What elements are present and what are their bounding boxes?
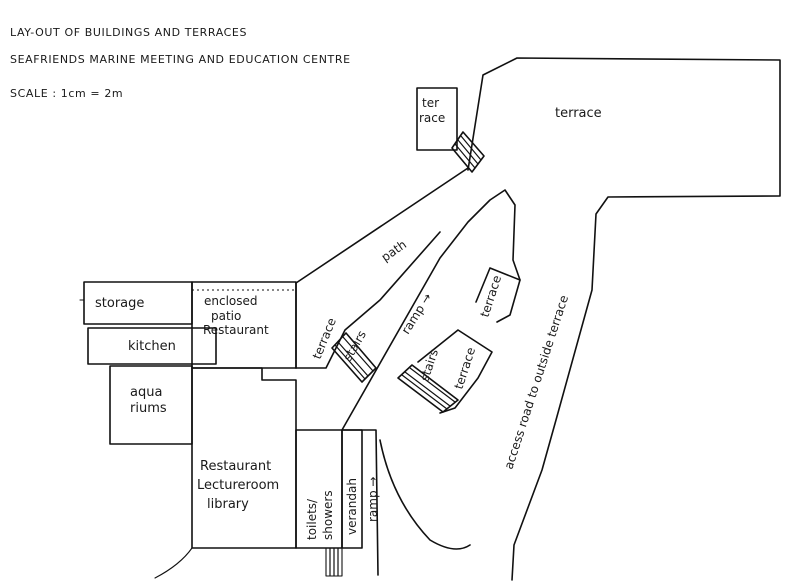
title-line-1: LAY-OUT OF BUILDINGS AND TERRACES bbox=[10, 26, 247, 39]
access-road-label: access road to outside terrace bbox=[502, 293, 572, 470]
restaurant-label-1: Restaurant bbox=[200, 459, 271, 474]
small-terrace-label-2: race bbox=[419, 111, 445, 125]
verandah-strip bbox=[341, 429, 363, 549]
middle-terrace-stairs bbox=[397, 364, 459, 413]
aquariums-label-1: aqua bbox=[130, 385, 162, 400]
restaurant-room-outline bbox=[191, 367, 297, 549]
right-small-terrace-outline bbox=[475, 267, 521, 323]
toilets-label-1: toilets/ bbox=[305, 498, 319, 540]
ramp-lower-label: ramp → bbox=[366, 477, 380, 522]
title-line-2: SEAFRIENDS MARINE MEETING AND EDUCATION … bbox=[10, 53, 351, 66]
restaurant-label-3: library bbox=[207, 497, 249, 512]
left-shore-curve bbox=[154, 547, 193, 579]
restaurant-label-2: Lectureroom bbox=[197, 478, 279, 493]
toilets-room bbox=[295, 429, 343, 549]
ramp-lower-arc bbox=[379, 439, 471, 550]
terrace-top-outline bbox=[467, 57, 781, 581]
path-label: path bbox=[379, 237, 409, 264]
header: LAY-OUT OF BUILDINGS AND TERRACES SEAFRI… bbox=[10, 26, 351, 100]
left-stairs bbox=[331, 332, 377, 383]
verandah-label: verandah bbox=[345, 478, 359, 535]
kitchen-label: kitchen bbox=[128, 339, 176, 354]
small-terrace-stairs bbox=[451, 131, 485, 173]
path-lower-edge bbox=[295, 231, 441, 369]
small-terrace-label-1: ter bbox=[422, 96, 439, 110]
toilets-label-2: showers bbox=[321, 490, 335, 540]
aquariums-label-2: riums bbox=[130, 401, 167, 416]
enclosed-label-3: Restaurant bbox=[203, 323, 269, 337]
scale-note: SCALE : 1cm = 2m bbox=[10, 87, 123, 100]
ramp-walkway-outline bbox=[341, 189, 521, 431]
small-terrace-box bbox=[416, 87, 458, 151]
storage-label: storage bbox=[95, 296, 144, 311]
verandah-steps bbox=[325, 547, 343, 577]
enclosed-label-2: patio bbox=[211, 309, 241, 323]
path-upper-edge bbox=[295, 167, 469, 284]
left-terrace-label: terrace bbox=[310, 316, 339, 361]
right-small-terrace-label: terrace bbox=[478, 274, 505, 319]
middle-terrace-outline bbox=[417, 329, 493, 414]
kitchen-room bbox=[87, 327, 217, 365]
terrace-top-label: terrace bbox=[555, 106, 602, 121]
enclosed-label-1: enclosed bbox=[204, 294, 258, 308]
stairs-mid-label: stairs bbox=[418, 347, 441, 383]
